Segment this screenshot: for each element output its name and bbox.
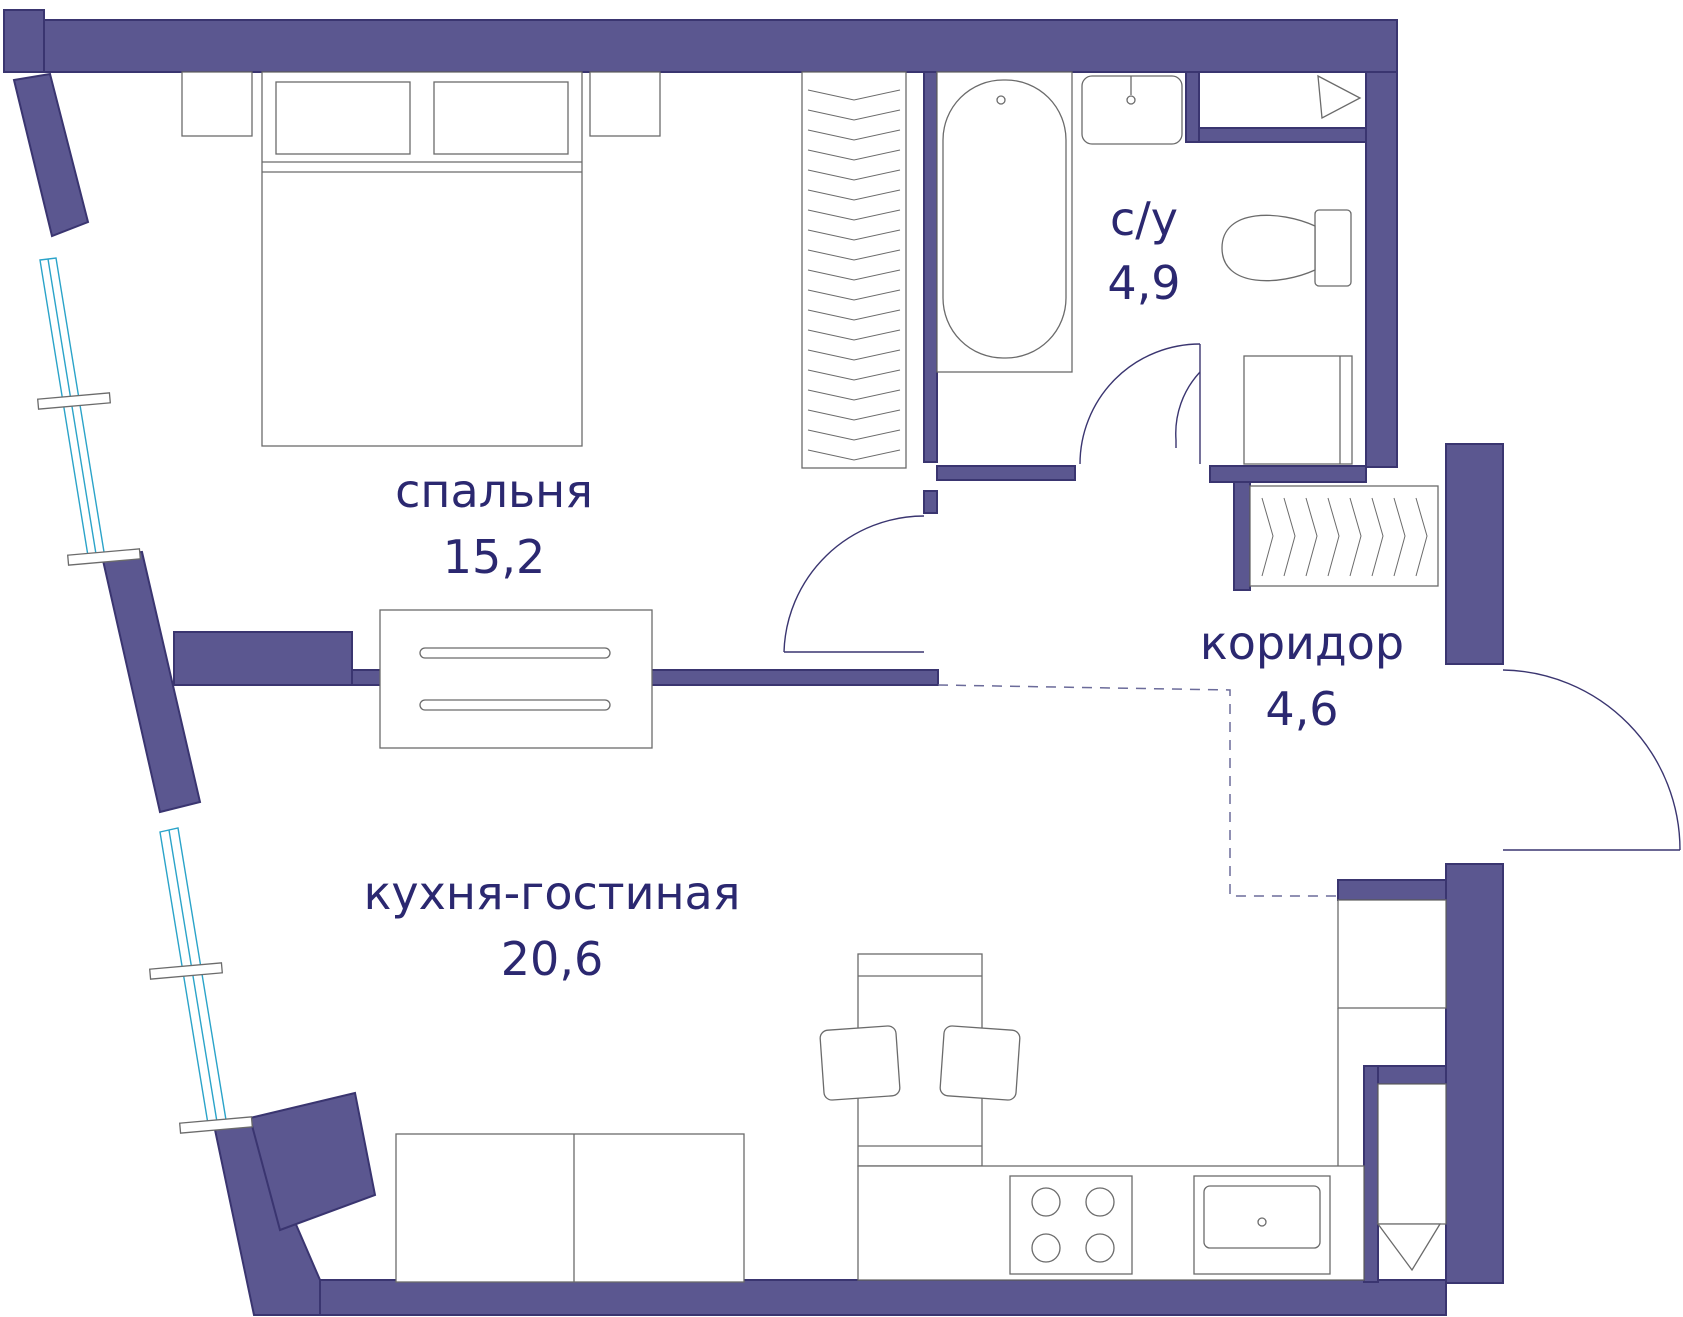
oven-niche — [1377, 1083, 1447, 1225]
bathroom-name: с/у — [1109, 192, 1179, 246]
zone-divider — [937, 684, 1338, 897]
top-left-corner-wall — [3, 9, 45, 73]
window-mid-sill — [66, 548, 142, 566]
bedroom-name: спальня — [395, 464, 593, 518]
boiler — [1317, 74, 1362, 120]
burner-3 — [1031, 1233, 1061, 1263]
bathtub-drain — [996, 95, 1006, 105]
pillow-left — [275, 81, 411, 155]
bathroom-fixtures — [936, 71, 1362, 465]
kitchen-living-furniture — [379, 609, 1447, 1283]
tv-stand — [379, 609, 653, 749]
toilet-bowl — [1221, 214, 1316, 282]
tv-screen-lower — [419, 699, 611, 711]
corridor-wardrobe-hangers — [1261, 497, 1428, 577]
fridge-wall-top — [1337, 879, 1447, 901]
windows — [36, 257, 254, 1134]
wardrobe-hangers — [807, 89, 901, 461]
burner-1 — [1031, 1187, 1061, 1217]
bath-wall-left — [923, 71, 938, 463]
bottom-left-pier — [248, 1091, 377, 1232]
right-wall-lower — [1445, 863, 1504, 1284]
kitchen-living-name: кухня-гостиная — [363, 866, 741, 920]
toilet-tank — [1314, 209, 1352, 287]
corridor-wardrobe — [1249, 485, 1439, 587]
kitchen-living-area: 20,6 — [500, 932, 604, 986]
nightstand-left — [181, 71, 253, 137]
corridor-area: 4,6 — [1265, 682, 1339, 736]
corridor-fixtures — [937, 485, 1681, 897]
tv-screen-upper — [419, 647, 611, 659]
utility-door-swing — [1175, 371, 1201, 448]
kitchen-sink-drain — [1257, 1217, 1267, 1227]
bath-door-swing — [1079, 343, 1201, 465]
window-bottom-sill — [178, 1116, 254, 1134]
wardrobe-bedroom — [801, 71, 907, 469]
bath-utility-wall — [1185, 71, 1200, 143]
left-wall-top — [12, 72, 90, 238]
bedroom-door-swing — [783, 515, 925, 653]
washbasin-tap — [1126, 95, 1136, 105]
sofa — [395, 1133, 745, 1283]
oven-niche-detail — [1376, 1223, 1442, 1272]
bedroom-partition-stub — [173, 631, 353, 686]
burner-2 — [1085, 1187, 1115, 1217]
bottom-wall — [319, 1279, 1447, 1316]
right-wall-upper — [1365, 71, 1398, 468]
cooktop — [1009, 1175, 1133, 1275]
window-upper-sill — [36, 392, 112, 410]
fridge — [1337, 899, 1447, 1009]
nightstand-right — [589, 71, 661, 137]
bedroom-furniture — [181, 71, 907, 469]
bedroom-area: 15,2 — [442, 530, 546, 584]
kitchen-niche-left — [1363, 1065, 1379, 1283]
wardrobe-hanger-lines — [807, 89, 901, 461]
top-wall — [43, 19, 1398, 73]
chair-right — [939, 1025, 1021, 1101]
bathtub-basin — [942, 79, 1067, 359]
kitchen-sink-basin — [1203, 1185, 1321, 1249]
right-wall-mid — [1445, 443, 1504, 665]
bath-wall-bottom — [936, 465, 1076, 481]
bathroom-area: 4,9 — [1107, 256, 1181, 310]
bath-wall-left-stub — [923, 490, 938, 514]
bath-wall-bottom-right — [1209, 465, 1367, 483]
bedroom-door — [783, 515, 925, 653]
pillow-right — [433, 81, 569, 155]
corridor-hanger-lines — [1261, 497, 1428, 577]
chair-left — [819, 1025, 901, 1101]
bath-utility-wall-bottom — [1198, 127, 1367, 143]
washbasin — [1081, 75, 1183, 145]
corridor-name: коридор — [1199, 616, 1405, 670]
burner-4 — [1085, 1233, 1115, 1263]
corridor-closet-wall — [1233, 481, 1251, 591]
window-lower-sill — [148, 962, 224, 980]
washing-machine — [1243, 355, 1353, 465]
entrance-door-swing — [1502, 669, 1681, 851]
